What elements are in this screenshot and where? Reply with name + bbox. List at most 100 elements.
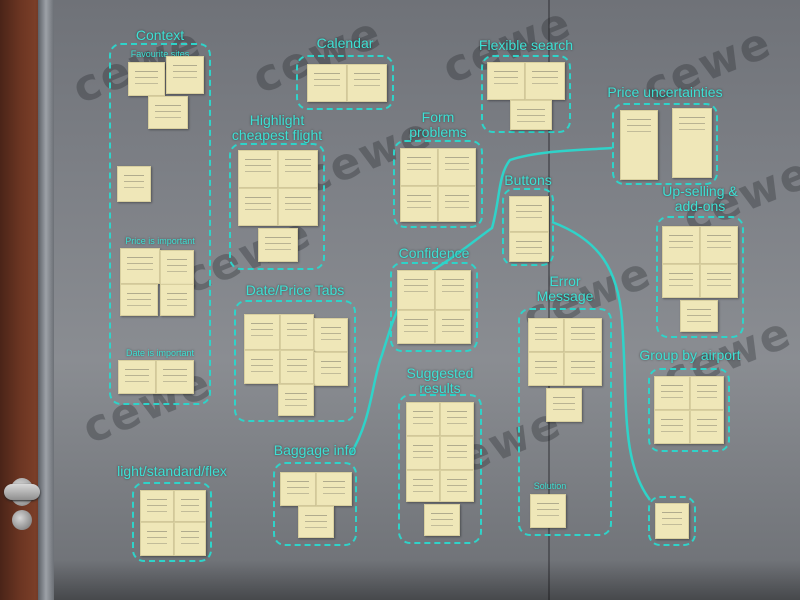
group-flexible-search	[481, 55, 571, 133]
sticky-note	[662, 264, 700, 298]
group-upselling-label-line1: Up-selling &	[662, 183, 738, 199]
sticky-note	[406, 470, 440, 502]
sticky-note	[440, 470, 474, 502]
sticky-note	[564, 318, 602, 352]
sticky-note	[487, 62, 525, 100]
group-error-label-line1: Error	[549, 273, 581, 289]
group-highlight-cheapest-flight	[229, 143, 325, 270]
sticky-note	[662, 226, 700, 264]
sticky-note	[120, 248, 160, 284]
sticky-note	[166, 56, 204, 94]
sticky-note	[258, 228, 298, 262]
sticky-note	[690, 376, 724, 410]
sticky-note	[280, 472, 316, 506]
door-handle-icon	[4, 484, 40, 500]
sticky-note	[307, 64, 347, 102]
sticky-note	[528, 352, 564, 386]
sticky-note	[120, 284, 158, 316]
context-date-important-label: Date is important	[125, 348, 195, 358]
group-calendar-label: Calendar	[316, 35, 374, 51]
group-baggage-info-label: Baggage info	[273, 442, 357, 458]
group-fare-types-label: light/standard/flex	[117, 463, 227, 479]
group-fare-types	[132, 482, 212, 562]
group-baggage-info	[273, 462, 357, 546]
glass-panel-seam	[548, 0, 550, 600]
sticky-note	[620, 110, 658, 180]
door-lock-icon	[12, 510, 32, 530]
group-by-airport	[648, 368, 730, 452]
sticky-note	[278, 188, 318, 226]
sticky-note	[140, 522, 174, 556]
group-form-problems	[393, 140, 483, 228]
group-flexible-search-label: Flexible search	[478, 37, 574, 53]
error-solution-label: Solution	[533, 481, 567, 491]
sticky-note	[397, 310, 435, 344]
sticky-note	[435, 310, 471, 344]
group-upselling	[656, 216, 744, 338]
sticky-note	[397, 270, 435, 310]
sticky-note	[509, 232, 549, 262]
group-form-problems-label-line1: Form	[421, 109, 455, 125]
floor-shadow	[0, 560, 800, 600]
group-calendar	[296, 55, 394, 110]
sticky-note	[510, 100, 552, 130]
sticky-note	[672, 108, 712, 178]
group-highlight-label-line2: cheapest flight	[231, 127, 323, 143]
sticky-note	[347, 64, 387, 102]
sticky-note	[438, 148, 476, 186]
sticky-note	[148, 96, 188, 129]
sticky-note	[400, 148, 438, 186]
sticky-note	[314, 352, 348, 386]
sticky-note	[564, 352, 602, 386]
sticky-note	[140, 490, 174, 522]
sticky-note	[690, 410, 724, 444]
sticky-note	[700, 264, 738, 298]
sticky-note	[435, 270, 471, 310]
sticky-note	[546, 388, 582, 422]
group-error-message	[518, 308, 612, 536]
sticky-note	[238, 150, 278, 188]
group-highlight-label-line1: Highlight	[249, 112, 305, 128]
group-confidence-label: Confidence	[398, 245, 470, 261]
group-form-problems-label-line2: problems	[409, 124, 467, 140]
group-upselling-label-line2: add-ons	[674, 198, 726, 214]
group-confidence	[390, 262, 478, 352]
sticky-note	[316, 472, 352, 506]
sticky-note	[280, 350, 314, 384]
sticky-note	[160, 250, 194, 286]
sticky-note	[117, 166, 151, 202]
group-price-uncertainties	[612, 103, 718, 185]
sticky-note	[509, 196, 549, 232]
group-context	[109, 43, 211, 405]
sticky-note	[156, 360, 194, 394]
context-price-important-label: Price is important	[125, 236, 195, 246]
sticky-note	[174, 522, 206, 556]
group-buttons	[502, 188, 554, 266]
sticky-note	[128, 62, 165, 96]
sticky-note	[654, 376, 690, 410]
sticky-note	[680, 300, 718, 332]
sticky-note	[244, 350, 280, 384]
door-frame	[38, 0, 54, 600]
sticky-note	[528, 318, 564, 352]
group-suggested-label-line2: results	[419, 380, 461, 396]
group-price-uncertainties-label: Price uncertainties	[607, 84, 723, 100]
sticky-note	[238, 188, 278, 226]
sticky-note	[406, 402, 440, 436]
sticky-note	[400, 186, 438, 222]
sticky-note	[655, 503, 689, 539]
sticky-note	[438, 186, 476, 222]
group-suggested-results	[398, 394, 482, 544]
sticky-note	[525, 62, 565, 100]
sticky-note	[424, 504, 460, 536]
sticky-note	[700, 226, 738, 264]
sticky-note	[314, 318, 348, 352]
sticky-note	[440, 436, 474, 470]
group-by-airport-label: Group by airport	[639, 347, 741, 363]
group-date-price-tabs-label: Date/Price Tabs	[245, 282, 345, 298]
group-suggested-label-line1: Suggested	[406, 365, 474, 381]
sticky-note	[160, 284, 194, 316]
sticky-note	[406, 436, 440, 470]
